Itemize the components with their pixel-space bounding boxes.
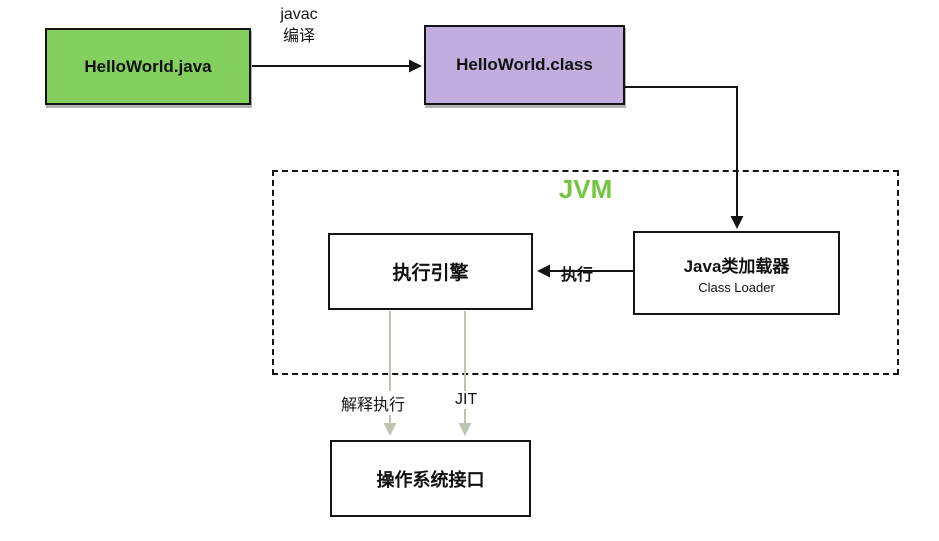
node-execution-engine: 执行引擎 bbox=[328, 233, 533, 310]
edge-label-execute: 执行 bbox=[561, 267, 594, 284]
edge-label-interpret: 解释执行 bbox=[338, 391, 409, 415]
node-helloworld-java: HelloWorld.java bbox=[45, 28, 251, 105]
node-os-interface-label: 操作系统接口 bbox=[376, 469, 485, 490]
node-helloworld-class-label: HelloWorld.class bbox=[456, 55, 593, 74]
jvm-label: JVM bbox=[558, 174, 613, 204]
node-os-interface: 操作系统接口 bbox=[330, 440, 531, 517]
node-class-loader-label: Java类加载器 bbox=[683, 256, 790, 276]
node-helloworld-java-label: HelloWorld.java bbox=[84, 56, 212, 76]
node-class-loader: Java类加载器 Class Loader bbox=[633, 231, 840, 315]
edge-label-javac-compile: javac 编译 bbox=[280, 6, 318, 45]
edge-label-jit: JIT bbox=[452, 391, 481, 409]
node-helloworld-class: HelloWorld.class bbox=[424, 25, 625, 105]
jvm-container: JVM bbox=[272, 170, 899, 375]
node-execution-engine-label: 执行引擎 bbox=[392, 263, 469, 284]
node-class-loader-sublabel: Class Loader bbox=[698, 279, 775, 295]
